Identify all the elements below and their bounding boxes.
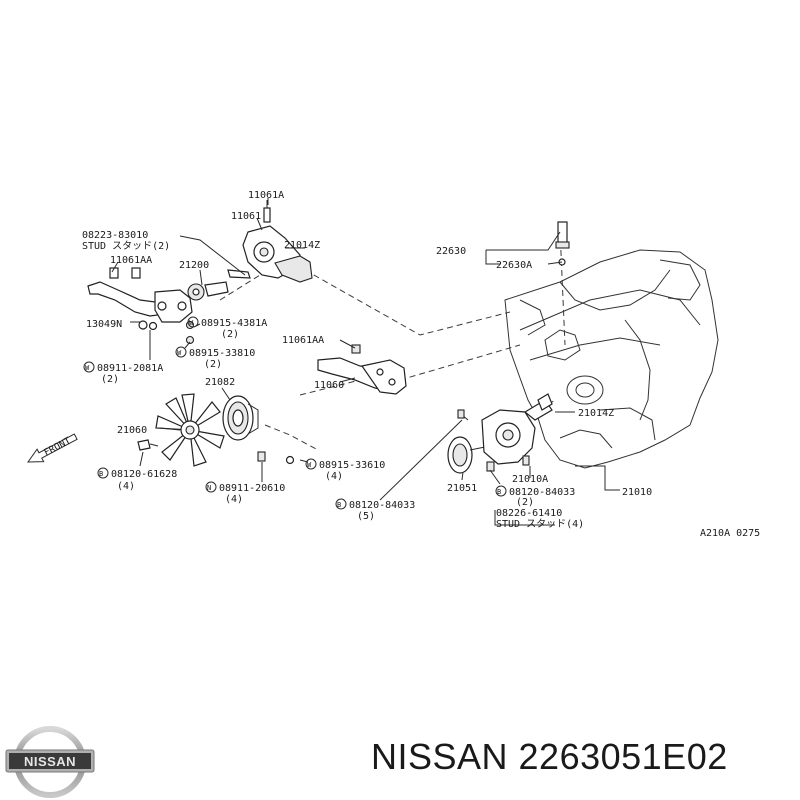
coolant-pipe-11060-drawing (317, 344, 407, 395)
circled-w-1: W (189, 319, 194, 327)
diagram-reference: A210A 0275 (700, 528, 760, 539)
front-label: FRONT (42, 435, 73, 458)
label-21014Z: 21014Z (284, 240, 320, 251)
fasteners-middle (137, 439, 295, 465)
part-number-title: NISSAN 2263051E02 (371, 736, 728, 777)
part-labels: 11061A 11061 08223-83010 STUD スタッド(2) 11… (82, 190, 760, 539)
label-08120-84033-low: 08120-84033 (349, 500, 415, 511)
label-08120-61628: 08120-61628 (111, 469, 177, 480)
label-21010A: 21010A (512, 474, 548, 485)
label-21051: 21051 (447, 483, 477, 494)
label-08915-33610: 08915-33610 (319, 460, 385, 471)
qty-4-b: (4) (225, 494, 243, 505)
temperature-sensor-drawing (555, 221, 570, 266)
circled-w-3: W (85, 364, 90, 372)
circled-b-2: B (337, 501, 341, 509)
cooling-fan-drawing (155, 393, 259, 467)
label-11061AA-mid: 11061AA (282, 335, 324, 346)
water-pump-drawing (447, 393, 553, 474)
label-08911-2081A: 08911-2081A (97, 363, 163, 374)
label-21082: 21082 (205, 377, 235, 388)
qty-2-d: (2) (516, 497, 534, 508)
engine-block-drawing (504, 249, 719, 469)
label-22630: 22630 (436, 246, 466, 257)
label-11061: 11061 (231, 211, 261, 222)
label-21010: 21010 (622, 487, 652, 498)
qty-5: (5) (357, 511, 375, 522)
label-21014Z-right: 21014Z (578, 408, 614, 419)
nissan-logo: NISSAN (5, 726, 95, 798)
label-08915-33810: 08915-33810 (189, 348, 255, 359)
label-08911-20610: 08911-20610 (219, 483, 285, 494)
qty-2-a: (2) (221, 329, 239, 340)
thermostat-housing-drawing (227, 200, 313, 283)
label-stud-2: STUD スタッド(2) (82, 240, 170, 252)
label-08223-83010: 08223-83010 (82, 230, 148, 241)
label-21200: 21200 (179, 260, 209, 271)
leader-lines (111, 198, 620, 526)
circled-b-3: B (497, 488, 501, 496)
label-21060: 21060 (117, 425, 147, 436)
label-11061AA-top: 11061AA (110, 255, 152, 266)
fasteners-left (138, 320, 195, 345)
circled-n-1: N (207, 484, 211, 492)
label-08915-4381A: 08915-4381A (201, 318, 267, 329)
logo-text: NISSAN (24, 754, 76, 769)
water-pipe-drawing (87, 267, 229, 323)
label-stud-4: STUD スタッド(4) (496, 518, 584, 530)
label-11061A: 11061A (248, 190, 284, 201)
qty-4-a: (4) (117, 481, 135, 492)
label-08226-61410: 08226-61410 (496, 508, 562, 519)
qty-4-c: (4) (325, 471, 343, 482)
front-arrow-icon (27, 433, 78, 463)
label-22630A: 22630A (496, 260, 532, 271)
label-08120-84033: 08120-84033 (509, 487, 575, 498)
circled-w-2: W (177, 349, 182, 357)
label-11060: 11060 (314, 380, 344, 391)
qty-2-c: (2) (101, 374, 119, 385)
qty-2-b: (2) (204, 359, 222, 370)
label-13049N: 13049N (86, 319, 122, 330)
circled-w-4: W (307, 461, 312, 469)
circled-b-1: B (99, 470, 103, 478)
